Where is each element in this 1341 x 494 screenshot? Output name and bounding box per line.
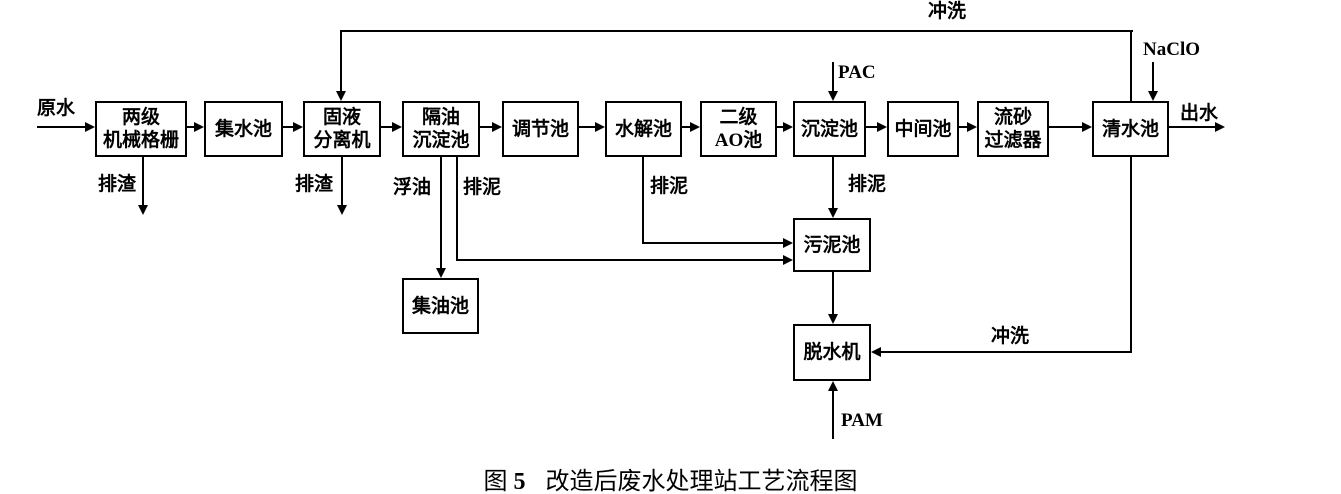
line-intermediate-to-sandfilter [959, 126, 968, 128]
line-collecting-to-separator [283, 126, 294, 128]
node-sand-filter: 流砂 过滤器 [977, 101, 1049, 157]
node-intermediate-tank: 中间池 [887, 101, 959, 157]
line-slag-screen [142, 157, 144, 206]
line-flush-top-left-drop [340, 30, 342, 92]
line-separator-to-oilsep [381, 126, 393, 128]
node-hydrolysis-tank: 水解池 [605, 101, 682, 157]
node-clean-water-tank: 清水池 [1092, 101, 1169, 157]
arrowhead-sludge-oilsep [783, 255, 793, 265]
node-oil-collection-tank: 集油池 [402, 278, 479, 334]
line-ao-to-sedimentation [777, 126, 784, 128]
label-sludge-hydrolysis: 排泥 [650, 176, 689, 197]
arrowhead-ao-to-sedimentation [783, 122, 793, 132]
node-sludge-tank: 污泥池 [793, 218, 871, 272]
label-effluent: 出水 [1180, 103, 1219, 124]
line-sludge-hydrolysis-vertical [642, 157, 644, 244]
arrowhead-sedimentation-to-intermediate [877, 122, 887, 132]
line-raw-water [37, 126, 86, 128]
arrowhead-sandfilter-to-cleanwater [1082, 122, 1092, 132]
arrowhead-pam [828, 381, 838, 391]
arrowhead-naclo [1148, 91, 1158, 101]
node-dewatering-machine: 脱水机 [793, 324, 871, 381]
label-pac: PAC [838, 62, 876, 83]
line-sedimentation-to-intermediate [866, 126, 878, 128]
line-pam [832, 390, 834, 439]
line-flush-top-right-riser [1130, 30, 1132, 101]
arrowhead-separator-to-oilsep [392, 122, 402, 132]
label-pam: PAM [841, 410, 883, 431]
line-flush-bottom-vertical [1130, 157, 1132, 353]
label-slag-screen: 排渣 [98, 174, 137, 195]
label-sludge-sedimentation: 排泥 [848, 174, 887, 195]
node-oil-separation-tank: 隔油 沉淀池 [402, 101, 480, 157]
line-flush-bottom-horizontal [881, 351, 1132, 353]
label-flush-bottom: 冲洗 [991, 326, 1030, 347]
label-flush-top: 冲洗 [928, 1, 967, 22]
line-sludge-sedimentation [832, 157, 834, 209]
label-slag-separator: 排渣 [295, 174, 334, 195]
arrowhead-sludge-hydrolysis [783, 238, 793, 248]
line-naclo [1152, 62, 1154, 92]
label-raw-water: 原水 [37, 98, 76, 119]
arrowhead-collecting-to-separator [293, 122, 303, 132]
line-sludge-oilsep-vertical [456, 157, 458, 261]
arrowhead-regulating-to-hydrolysis [595, 122, 605, 132]
caption-figure-word: 图 [483, 469, 508, 494]
line-sandfilter-to-cleanwater [1049, 126, 1083, 128]
arrowhead-effluent [1215, 122, 1225, 132]
line-oilsep-to-regulating [480, 126, 493, 128]
line-regulating-to-hydrolysis [579, 126, 596, 128]
arrowhead-sludgetank-to-dewatering [828, 314, 838, 324]
line-screen-to-collecting [187, 126, 195, 128]
caption-figure-number: 5 [513, 469, 526, 494]
line-sludge-hydrolysis-horizontal [642, 242, 784, 244]
line-effluent [1169, 126, 1216, 128]
node-collecting-tank: 集水池 [204, 101, 283, 157]
arrowhead-flush-into-separator [336, 91, 346, 101]
line-sludgetank-to-dewatering [832, 272, 834, 315]
label-floating-oil: 浮油 [393, 177, 432, 198]
line-sludge-oilsep-horizontal [456, 259, 784, 261]
line-flush-top-horizontal [340, 30, 1133, 32]
arrowhead-hydrolysis-to-ao [690, 122, 700, 132]
arrowhead-slag-separator [337, 205, 347, 215]
line-floating-oil [440, 157, 442, 269]
arrowhead-slag-screen [138, 205, 148, 215]
arrowhead-screen-to-collecting [194, 122, 204, 132]
line-pac [832, 62, 834, 92]
label-sludge-oil-tank: 排泥 [463, 177, 502, 198]
arrowhead-flush-into-dewatering [871, 347, 881, 357]
node-mechanical-screen: 两级 机械格栅 [95, 101, 187, 157]
node-secondary-ao-tank: 二级 AO池 [700, 101, 777, 157]
line-hydrolysis-to-ao [682, 126, 691, 128]
node-sedimentation-tank: 沉淀池 [793, 101, 866, 157]
arrowhead-oilsep-to-regulating [492, 122, 502, 132]
arrowhead-sludge-sedimentation [828, 208, 838, 218]
line-slag-separator [341, 157, 343, 206]
label-naclo: NaClO [1143, 39, 1200, 60]
arrowhead-pac [828, 91, 838, 101]
arrowhead-intermediate-to-sandfilter [967, 122, 977, 132]
arrowhead-raw-water [85, 122, 95, 132]
node-solid-liquid-separator: 固液 分离机 [303, 101, 381, 157]
arrowhead-floating-oil [436, 268, 446, 278]
caption-text: 改造后废水处理站工艺流程图 [545, 469, 858, 494]
node-regulating-tank: 调节池 [502, 101, 579, 157]
